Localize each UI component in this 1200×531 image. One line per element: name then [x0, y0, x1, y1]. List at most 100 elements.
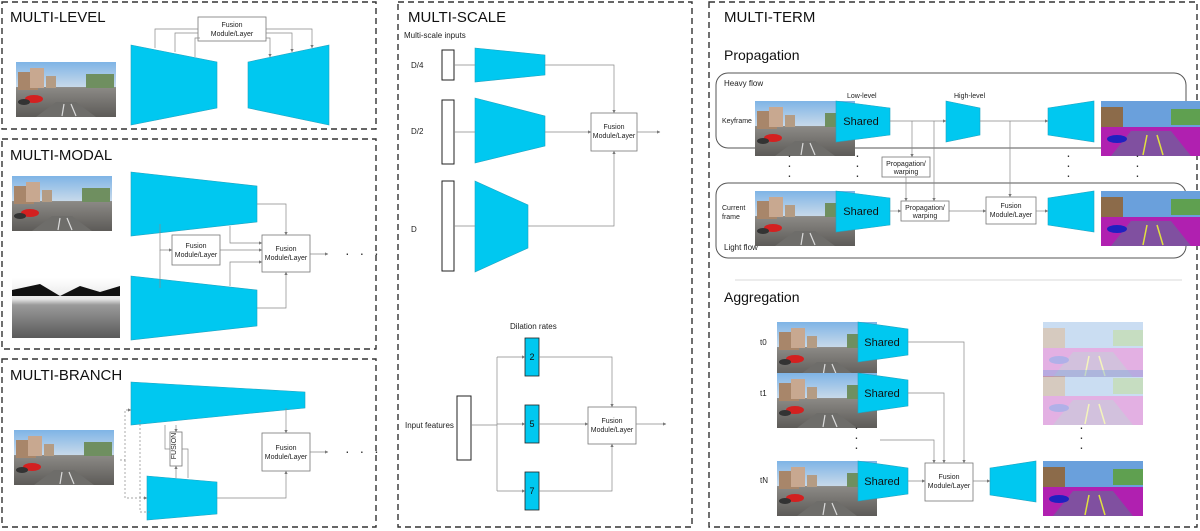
- panel-multi-branch: [1, 358, 377, 528]
- vertical-dots: ·: [854, 429, 862, 445]
- shared-encoder: [857, 460, 909, 502]
- vertical-dots: ·: [1135, 167, 1143, 183]
- dilation-value: 2: [529, 352, 534, 362]
- input-features-bar: [456, 395, 472, 461]
- depth-horizon-shape: [12, 284, 120, 296]
- shared-encoder: [835, 100, 891, 143]
- high-level-label: High-level: [954, 93, 986, 100]
- dilation-value: 5: [529, 419, 534, 429]
- connector: [908, 341, 966, 464]
- connector: [266, 37, 272, 58]
- encoder-shape: [146, 475, 218, 521]
- decoder-shape: [1047, 100, 1095, 143]
- input-bar: [441, 180, 455, 272]
- encoder-shape: [945, 100, 981, 143]
- panel-multi-scale: [397, 1, 693, 528]
- panel-multi-modal: [1, 138, 377, 350]
- continuation-dots: · · ·: [345, 443, 382, 459]
- connector: [120, 408, 132, 461]
- fusion-label-1: Fusion: [938, 474, 959, 481]
- connector: [539, 443, 614, 492]
- street-image: [13, 429, 115, 486]
- fusion-module-bottom: [587, 406, 637, 445]
- vertical-dots: ·: [854, 419, 862, 435]
- heavy-flow-label: Heavy flow: [724, 79, 763, 88]
- multi-branch-title: MULTI-BRANCH: [10, 367, 122, 384]
- segmentation-output: [1100, 100, 1200, 157]
- connector: [229, 226, 263, 245]
- connector: [194, 37, 200, 57]
- vertical-dots: ·: [1079, 439, 1087, 455]
- shared-label: Shared: [864, 337, 899, 349]
- vertical-dots: ·: [855, 167, 863, 183]
- faded-output: [1042, 321, 1144, 378]
- light-flow-label: Light flow: [724, 243, 758, 252]
- faded-output: [1042, 369, 1144, 426]
- vertical-dots: ·: [855, 157, 863, 173]
- vertical-dots: ·: [1066, 157, 1074, 173]
- vertical-dots: ·: [787, 147, 795, 163]
- vertical-dots: ·: [1066, 167, 1074, 183]
- multi-scale-title: MULTI-SCALE: [408, 9, 506, 26]
- connector: [164, 425, 170, 450]
- current-frame-label: Current: [722, 205, 745, 212]
- fusion-module-top: [590, 112, 638, 152]
- decoder-shape: [989, 460, 1037, 503]
- fusion-label-1: Fusion: [275, 445, 296, 452]
- vertical-dots: ·: [1066, 147, 1074, 163]
- segmentation-output: [1042, 460, 1144, 517]
- time-label: t0: [760, 338, 767, 347]
- street-image: [15, 61, 117, 118]
- connector: [229, 260, 263, 286]
- fusion-label-1: Fusion: [185, 243, 206, 250]
- vertical-dots: ·: [1079, 429, 1087, 445]
- vertical-dots: ·: [854, 439, 862, 455]
- fusion-vertical-label: FUSION: [171, 433, 178, 459]
- current-frame-label: frame: [722, 214, 740, 221]
- fusion-module-b: [261, 234, 311, 273]
- fusion-module: [985, 196, 1037, 225]
- connector: [182, 448, 189, 478]
- connector: [266, 28, 314, 49]
- multi-term-title: MULTI-TERM: [724, 9, 815, 26]
- input-bar: [441, 99, 455, 165]
- connector: [257, 203, 288, 236]
- shared-label: Shared: [843, 116, 878, 128]
- vertical-dots: ·: [1135, 147, 1143, 163]
- fusion-label-1: Fusion: [1000, 203, 1021, 210]
- scale-label: D: [411, 225, 417, 234]
- connector: [545, 64, 616, 114]
- street-image: [11, 175, 113, 232]
- shared-label: Shared: [864, 388, 899, 400]
- connector: [257, 271, 288, 309]
- vertical-dots: ·: [787, 157, 795, 173]
- shared-label: Shared: [843, 206, 878, 218]
- fusion-label-2: Module/Layer: [593, 133, 636, 140]
- prop-warp-label: warping: [912, 213, 938, 220]
- vertical-dots: ·: [1135, 157, 1143, 173]
- connector: [908, 392, 946, 464]
- fusion-label-1: Fusion: [601, 418, 622, 425]
- encoder-shape: [130, 381, 306, 426]
- encoder-shape: [474, 97, 546, 164]
- shared-encoder: [857, 321, 909, 363]
- connector: [154, 28, 198, 48]
- decoder-shape: [1047, 190, 1095, 233]
- fusion-module-a: [171, 234, 221, 266]
- connector: [124, 460, 148, 500]
- propagation-heading: Propagation: [724, 47, 800, 63]
- prop-warp-label: Propagation/: [905, 205, 945, 212]
- fusion-label-2: Module/Layer: [265, 255, 308, 262]
- scale-label: D/2: [411, 127, 424, 136]
- low-level-label: Low-level: [847, 93, 877, 100]
- input-bar: [441, 49, 455, 81]
- connector: [139, 420, 150, 513]
- panel-multi-term: [708, 1, 1198, 528]
- multi-level-title: MULTI-LEVEL: [10, 9, 106, 26]
- time-label: tN: [760, 476, 768, 485]
- fusion-module: [261, 432, 311, 472]
- fusion-label-2: Module/Layer: [990, 212, 1033, 219]
- connector: [266, 32, 294, 53]
- shared-encoder: [857, 372, 909, 414]
